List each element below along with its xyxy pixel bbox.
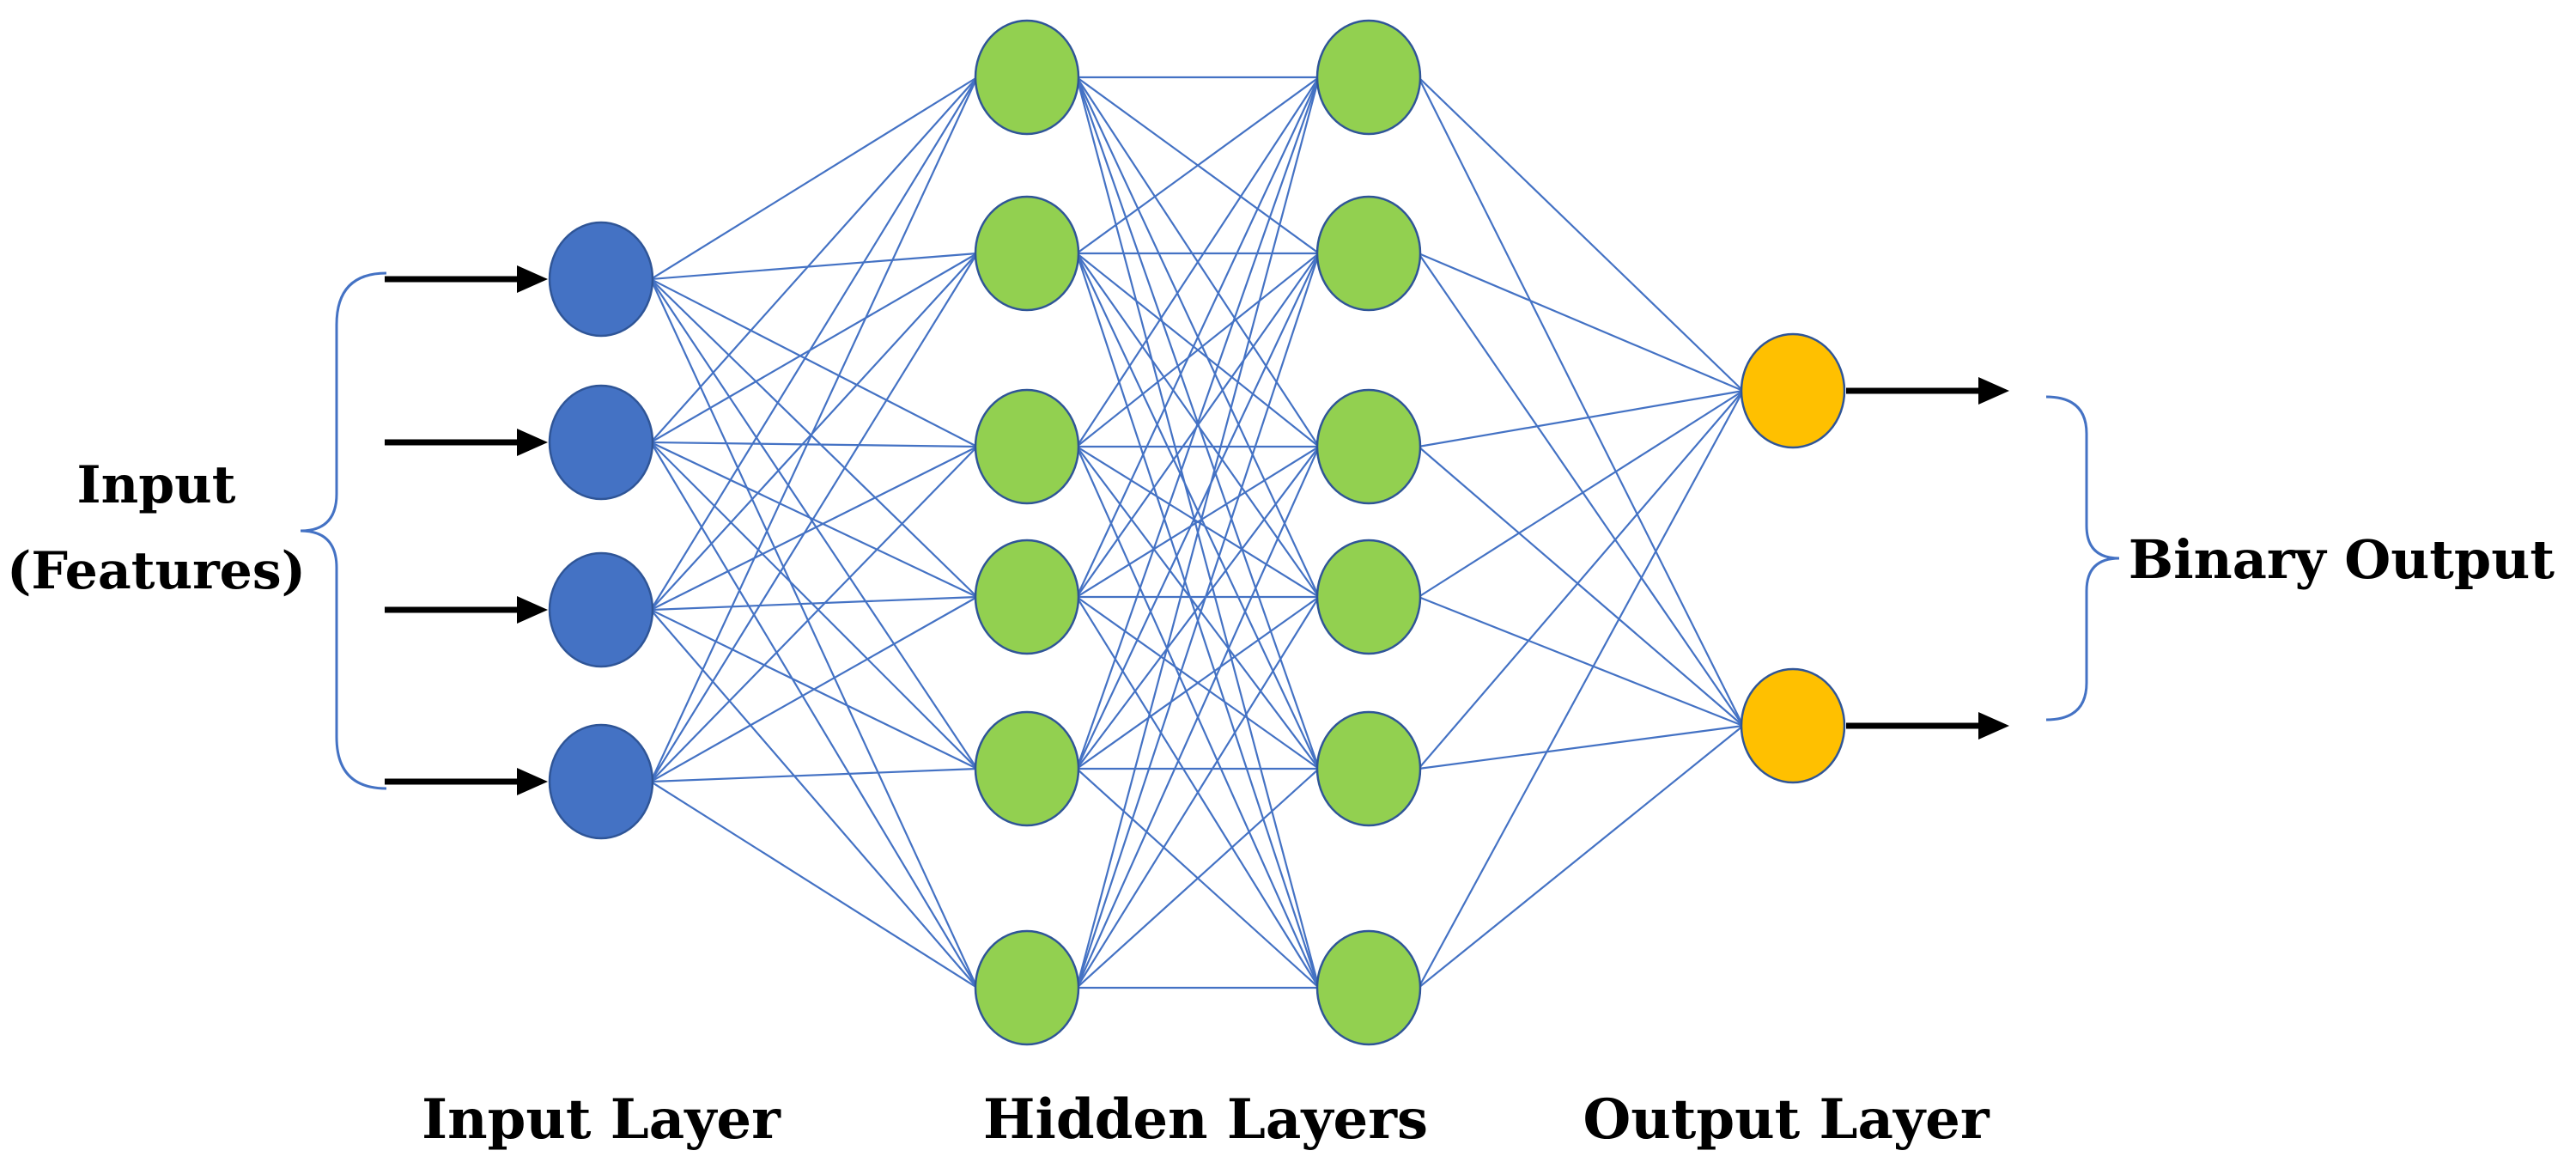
connection-line-l1-n1-to-n1: [650, 76, 978, 280]
input-node-layer1-2: [548, 384, 654, 501]
connection-line-l3-n1-to-n2: [1418, 76, 1744, 727]
connection-line-l2-n6-to-n5: [1076, 768, 1320, 989]
hidden-node-layer3-3: [1315, 388, 1422, 505]
connection-line-l1-n4-to-n2: [650, 253, 978, 782]
input-arrow-4-head: [517, 768, 548, 795]
connection-line-l3-n4-to-n2: [1418, 595, 1744, 728]
connection-line-l2-n6-to-n4: [1076, 596, 1320, 989]
input-bracket: [300, 271, 387, 790]
connection-line-l1-n1-to-n4: [650, 278, 978, 598]
connection-line-l1-n2-to-n6: [650, 441, 978, 989]
connection-line-l1-n2-to-n3: [650, 441, 978, 448]
output-arrow-2-head: [1978, 712, 2009, 740]
connection-line-l3-n5-to-n1: [1418, 390, 1744, 770]
connection-line-l3-n3-to-n1: [1418, 389, 1744, 448]
connection-line-l1-n1-to-n3: [650, 278, 978, 447]
connection-line-l1-n3-to-n6: [650, 609, 978, 989]
connection-line-l2-n5-to-n2: [1076, 253, 1320, 770]
connection-line-l3-n5-to-n2: [1418, 724, 1744, 770]
arrows: [385, 265, 2009, 795]
connections: [650, 76, 1744, 989]
binary-output-label: Binary Output: [2129, 528, 2555, 591]
output-arrow-1-head: [1978, 377, 2009, 405]
hidden-node-layer2-1: [974, 19, 1080, 136]
input-features-label-line1: Input: [77, 455, 236, 515]
connection-line-l2-n2-to-n1: [1076, 76, 1320, 254]
connection-line-l1-n4-to-n4: [650, 596, 978, 782]
connection-line-l3-n6-to-n2: [1418, 725, 1744, 989]
connection-line-l1-n3-to-n1: [650, 76, 978, 611]
connection-line-l1-n4-to-n3: [650, 446, 978, 782]
connection-line-l1-n3-to-n3: [650, 446, 978, 611]
connection-line-l1-n3-to-n4: [650, 595, 978, 612]
connection-line-l1-n4-to-n6: [650, 781, 978, 989]
connection-line-l2-n3-to-n2: [1076, 253, 1320, 447]
connection-line-l2-n4-to-n3: [1076, 446, 1320, 598]
hidden-node-layer3-5: [1315, 710, 1422, 827]
input-node-layer1-4: [548, 723, 654, 840]
hidden-node-layer2-2: [974, 195, 1080, 312]
hidden-node-layer3-6: [1315, 929, 1422, 1046]
connection-line-l1-n1-to-n2: [650, 252, 978, 281]
nodes: [548, 19, 1846, 1046]
connection-line-l3-n1-to-n1: [1418, 76, 1744, 392]
hidden-node-layer2-6: [974, 929, 1080, 1046]
connection-line-l3-n4-to-n1: [1418, 390, 1744, 598]
input-node-layer1-1: [548, 221, 654, 338]
connection-line-l2-n6-to-n2: [1075, 253, 1321, 989]
connection-line-l3-n6-to-n1: [1418, 390, 1744, 989]
connection-line-l1-n1-to-n5: [650, 278, 978, 770]
connection-line-l1-n2-to-n1: [650, 76, 978, 443]
hidden-node-layer3-4: [1315, 539, 1422, 655]
output-node-layer4-2: [1740, 667, 1846, 784]
output-node-layer4-1: [1740, 332, 1846, 449]
input-arrow-3-head: [517, 596, 548, 624]
connection-line-l1-n4-to-n1: [650, 76, 978, 782]
output-bracket: [2045, 395, 2120, 721]
connection-line-l2-n5-to-n4: [1076, 596, 1320, 770]
hidden-node-layer2-3: [974, 388, 1080, 505]
brackets: [300, 271, 2120, 790]
hidden-node-layer2-4: [974, 539, 1080, 655]
connection-line-l2-n6-to-n3: [1075, 446, 1321, 989]
connection-line-l2-n4-to-n1: [1076, 76, 1320, 598]
connection-line-l1-n2-to-n4: [650, 441, 978, 598]
connection-line-l2-n3-to-n1: [1076, 76, 1320, 447]
hidden-node-layer2-5: [974, 710, 1080, 827]
connection-line-l3-n2-to-n2: [1418, 253, 1744, 727]
connection-line-l1-n4-to-n5: [650, 767, 978, 783]
input-arrow-2-head: [517, 429, 548, 456]
connection-line-l3-n3-to-n2: [1418, 446, 1744, 727]
connection-line-l1-n2-to-n5: [650, 441, 978, 770]
connection-line-l2-n6-to-n1: [1075, 76, 1321, 989]
hidden-node-layer3-2: [1315, 195, 1422, 312]
input-features-label-line2: (Features): [7, 541, 306, 601]
hidden-layers-label: Hidden Layers: [983, 1087, 1428, 1152]
connection-line-l1-n2-to-n2: [650, 253, 978, 443]
connection-line-l2-n5-to-n1: [1075, 76, 1321, 770]
hidden-node-layer3-1: [1315, 19, 1422, 136]
input-layer-label: Input Layer: [422, 1087, 781, 1152]
output-layer-label: Output Layer: [1583, 1087, 1990, 1152]
input-node-layer1-3: [548, 551, 654, 668]
input-arrow-1-head: [517, 265, 548, 293]
connection-line-l1-n1-to-n6: [650, 278, 978, 989]
connection-line-l3-n2-to-n1: [1418, 252, 1744, 393]
connection-line-l2-n5-to-n3: [1076, 446, 1320, 770]
